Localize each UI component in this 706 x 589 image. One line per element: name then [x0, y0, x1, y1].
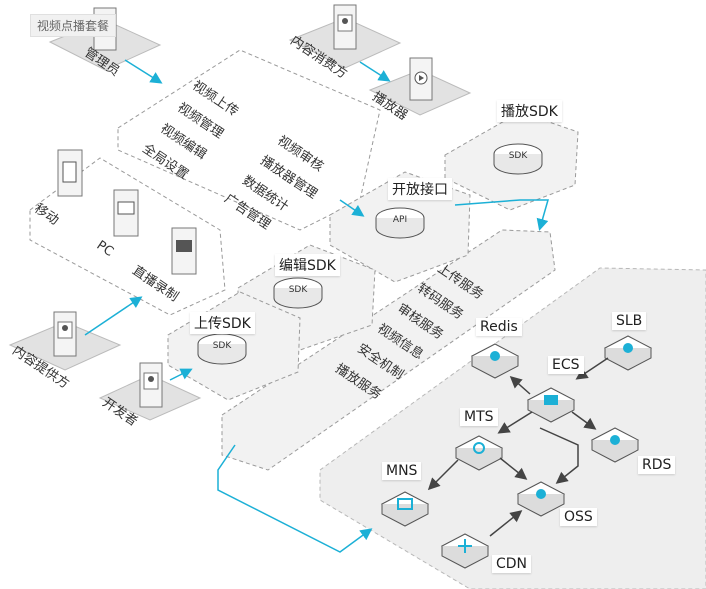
play-sdk-label: 播放SDK: [497, 100, 562, 122]
rds-block: [590, 427, 640, 463]
console-zone: [117, 49, 381, 231]
camera-device: [171, 227, 197, 275]
ecs-label: ECS: [548, 356, 584, 374]
upload-sdk-label: 上传SDK: [190, 312, 255, 334]
mns-label: MNS: [382, 462, 422, 480]
play-sdk-disk-label: SDK: [509, 151, 529, 161]
ecs-to-rds-arrow: [571, 411, 597, 430]
console-to-api-arrow: [339, 199, 365, 217]
ecs-to-mts-arrow: [497, 411, 533, 434]
consumer-to-player-arrow: [359, 61, 391, 82]
consumer-figure: [333, 4, 357, 50]
mts-to-oss-arrow: [499, 457, 528, 480]
open-api-disk-label: API: [393, 215, 407, 225]
cdn-block: [440, 533, 490, 569]
slb-block: [603, 335, 653, 371]
edit-sdk-disk: [273, 277, 323, 309]
redis-block: [470, 343, 520, 379]
mns-block: [380, 491, 430, 527]
rds-label: RDS: [638, 456, 676, 474]
redis-label: Redis: [476, 318, 522, 336]
play-sdk-disk: [493, 143, 543, 175]
mobile-device: [57, 149, 83, 197]
oss-label: OSS: [560, 508, 597, 526]
mts-label: MTS: [460, 408, 498, 426]
slb-label: SLB: [612, 312, 647, 330]
ecs-to-redis-arrow: [509, 376, 531, 395]
cdn-to-oss-arrow: [489, 510, 523, 537]
pc-device: [113, 189, 139, 237]
mts-block: [454, 435, 504, 471]
admin-to-console-arrow: [124, 59, 163, 84]
package-title: 视频点播套餐: [30, 14, 117, 37]
ecs-block: [526, 387, 576, 423]
flow-arrows: [84, 59, 549, 553]
edit-sdk-disk-label: SDK: [289, 285, 309, 295]
provider-figure: [53, 311, 77, 357]
developer-figure: [139, 362, 163, 408]
edit-sdk-label: 编辑SDK: [275, 254, 340, 276]
service-arrows: [427, 357, 609, 537]
upload-sdk-disk: [197, 333, 247, 365]
ecs-to-oss-arrow: [539, 427, 579, 484]
mts-to-mns-arrow: [427, 459, 459, 491]
services-to-cloud-arrow: [217, 444, 373, 553]
provider-to-clients-arrow: [84, 296, 143, 336]
slb-to-ecs-arrow: [575, 357, 609, 380]
api-to-services-arrow: [454, 199, 549, 231]
developer-to-upload-arrow: [169, 368, 193, 381]
open-api-label: 开放接口: [388, 178, 452, 200]
open-api-disk: [375, 207, 425, 239]
services-zone: [221, 229, 556, 471]
upload-sdk-disk-label: SDK: [213, 341, 233, 351]
cdn-label: CDN: [492, 555, 532, 573]
player-figure: [409, 57, 433, 101]
oss-block: [516, 481, 566, 517]
